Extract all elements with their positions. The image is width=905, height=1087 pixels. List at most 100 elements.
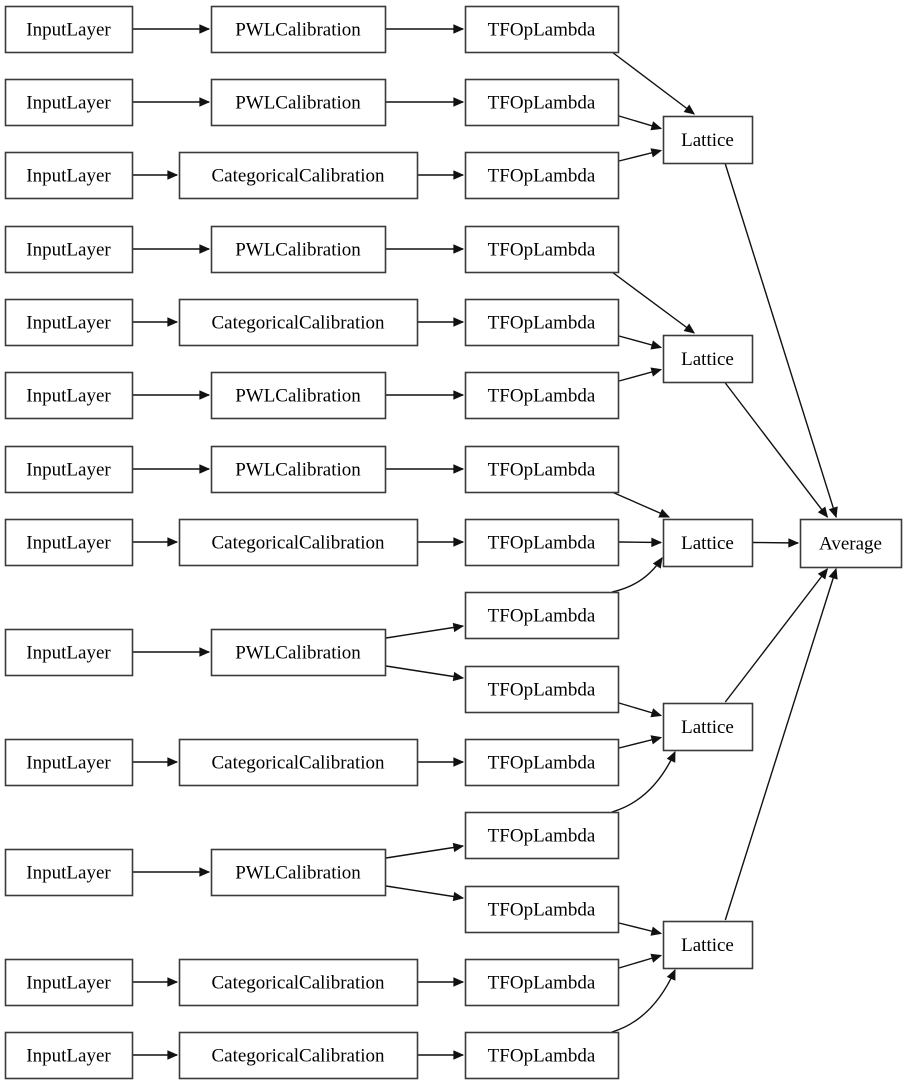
node-label-tfoplambda-15: TFOpLambda (488, 1046, 596, 1067)
node-inputlayer-2: InputLayer (4, 78, 134, 127)
node-box-inputlayer-12 (4, 958, 134, 1007)
edge-tfoplambda-9-to-lattice-3 (611, 557, 663, 593)
node-tfoplambda-6: TFOpLambda (464, 371, 620, 420)
node-inputlayer-8: InputLayer (4, 518, 134, 567)
node-label-inputlayer-6: InputLayer (26, 386, 111, 407)
edge-pwlcalibration-7-to-tfoplambda-13 (385, 885, 465, 902)
node-box-pwlcalibration-3 (210, 225, 387, 274)
node-box-categoricalcalibration-5 (178, 958, 419, 1007)
node-label-pwlcalibration-1: PWLCalibration (235, 20, 361, 41)
edge-tfoplambda-2-to-lattice-1 (618, 115, 663, 131)
node-tfoplambda-2: TFOpLambda (464, 78, 620, 127)
node-box-inputlayer-2 (4, 78, 134, 127)
node-box-inputlayer-13 (4, 1031, 134, 1080)
edge-tfoplambda-11-to-lattice-4 (618, 735, 663, 749)
node-label-tfoplambda-10: TFOpLambda (488, 680, 596, 701)
node-label-tfoplambda-6: TFOpLambda (488, 386, 596, 407)
node-tfoplambda-1: TFOpLambda (464, 5, 620, 54)
edge-tfoplambda-8-to-lattice-3 (618, 537, 663, 548)
node-tfoplambda-13: TFOpLambda (464, 885, 620, 934)
node-label-categoricalcalibration-4: CategoricalCalibration (211, 753, 385, 774)
node-label-lattice-2: Lattice (681, 349, 734, 370)
node-tfoplambda-9: TFOpLambda (464, 591, 620, 640)
node-box-inputlayer-6 (4, 371, 134, 420)
node-categoricalcalibration-3: CategoricalCalibration (178, 518, 419, 567)
node-categoricalcalibration-2: CategoricalCalibration (178, 298, 419, 347)
node-categoricalcalibration-5: CategoricalCalibration (178, 958, 419, 1007)
node-box-inputlayer-7 (4, 445, 134, 494)
node-label-pwlcalibration-2: PWLCalibration (235, 93, 361, 114)
node-box-tfoplambda-4 (464, 225, 620, 274)
node-categoricalcalibration-1: CategoricalCalibration (178, 151, 419, 200)
edge-tfoplambda-15-to-lattice-5 (611, 968, 676, 1033)
node-box-categoricalcalibration-3 (178, 518, 419, 567)
node-box-tfoplambda-14 (464, 958, 620, 1007)
node-tfoplambda-10: TFOpLambda (464, 665, 620, 714)
node-pwlcalibration-1: PWLCalibration (210, 5, 387, 54)
node-label-average: Average (819, 534, 882, 555)
node-box-inputlayer-11 (4, 848, 134, 897)
node-inputlayer-4: InputLayer (4, 225, 134, 274)
node-label-inputlayer-11: InputLayer (26, 863, 111, 884)
node-box-pwlcalibration-5 (210, 445, 387, 494)
node-box-inputlayer-9 (4, 628, 134, 677)
node-label-tfoplambda-11: TFOpLambda (488, 753, 596, 774)
edge-tfoplambda-10-to-lattice-4 (618, 702, 663, 718)
node-label-pwlcalibration-4: PWLCalibration (235, 386, 361, 407)
node-label-inputlayer-12: InputLayer (26, 973, 111, 994)
edge-tfoplambda-7-to-lattice-3 (611, 491, 671, 518)
node-label-tfoplambda-12: TFOpLambda (488, 826, 596, 847)
node-inputlayer-11: InputLayer (4, 848, 134, 897)
node-label-inputlayer-7: InputLayer (26, 460, 111, 481)
node-box-tfoplambda-5 (464, 298, 620, 347)
node-label-categoricalcalibration-2: CategoricalCalibration (211, 313, 385, 334)
node-tfoplambda-12: TFOpLambda (464, 811, 620, 860)
node-box-lattice-2 (662, 334, 754, 384)
edge-lattice-2-to-average (724, 382, 829, 518)
node-box-inputlayer-3 (4, 151, 134, 200)
node-label-pwlcalibration-3: PWLCalibration (235, 240, 361, 261)
node-label-lattice-4: Lattice (681, 717, 734, 738)
node-inputlayer-3: InputLayer (4, 151, 134, 200)
node-label-inputlayer-5: InputLayer (26, 313, 111, 334)
node-box-inputlayer-1 (4, 5, 134, 54)
node-box-tfoplambda-11 (464, 738, 620, 787)
node-tfoplambda-11: TFOpLambda (464, 738, 620, 787)
node-label-tfoplambda-1: TFOpLambda (488, 20, 596, 41)
node-label-tfoplambda-5: TFOpLambda (488, 313, 596, 334)
node-inputlayer-13: InputLayer (4, 1031, 134, 1080)
edge-tfoplambda-3-to-lattice-1 (618, 148, 663, 162)
node-inputlayer-12: InputLayer (4, 958, 134, 1007)
node-box-pwlcalibration-7 (210, 848, 387, 897)
node-label-categoricalcalibration-6: CategoricalCalibration (211, 1046, 385, 1067)
node-box-pwlcalibration-6 (210, 628, 387, 677)
node-box-categoricalcalibration-2 (178, 298, 419, 347)
node-box-inputlayer-4 (4, 225, 134, 274)
edge-lattice-1-to-average (724, 163, 838, 519)
node-box-tfoplambda-6 (464, 371, 620, 420)
node-tfoplambda-4: TFOpLambda (464, 225, 620, 274)
node-inputlayer-7: InputLayer (4, 445, 134, 494)
node-label-inputlayer-8: InputLayer (26, 533, 111, 554)
edge-tfoplambda-5-to-lattice-2 (618, 335, 663, 350)
node-tfoplambda-5: TFOpLambda (464, 298, 620, 347)
node-lattice-5: Lattice (662, 920, 754, 970)
node-pwlcalibration-2: PWLCalibration (210, 78, 387, 127)
node-label-tfoplambda-2: TFOpLambda (488, 93, 596, 114)
node-label-inputlayer-9: InputLayer (26, 643, 111, 664)
node-categoricalcalibration-4: CategoricalCalibration (178, 738, 419, 787)
node-label-inputlayer-10: InputLayer (26, 753, 111, 774)
node-box-tfoplambda-9 (464, 591, 620, 640)
edge-pwlcalibration-6-to-tfoplambda-10 (385, 665, 465, 682)
node-label-tfoplambda-14: TFOpLambda (488, 973, 596, 994)
node-inputlayer-9: InputLayer (4, 628, 134, 677)
node-inputlayer-10: InputLayer (4, 738, 134, 787)
node-box-inputlayer-5 (4, 298, 134, 347)
node-box-inputlayer-10 (4, 738, 134, 787)
edge-tfoplambda-13-to-lattice-5 (618, 922, 663, 936)
node-box-categoricalcalibration-1 (178, 151, 419, 200)
node-label-pwlcalibration-7: PWLCalibration (235, 863, 361, 884)
node-average: Average (799, 518, 903, 569)
node-box-tfoplambda-2 (464, 78, 620, 127)
node-label-tfoplambda-8: TFOpLambda (488, 533, 596, 554)
